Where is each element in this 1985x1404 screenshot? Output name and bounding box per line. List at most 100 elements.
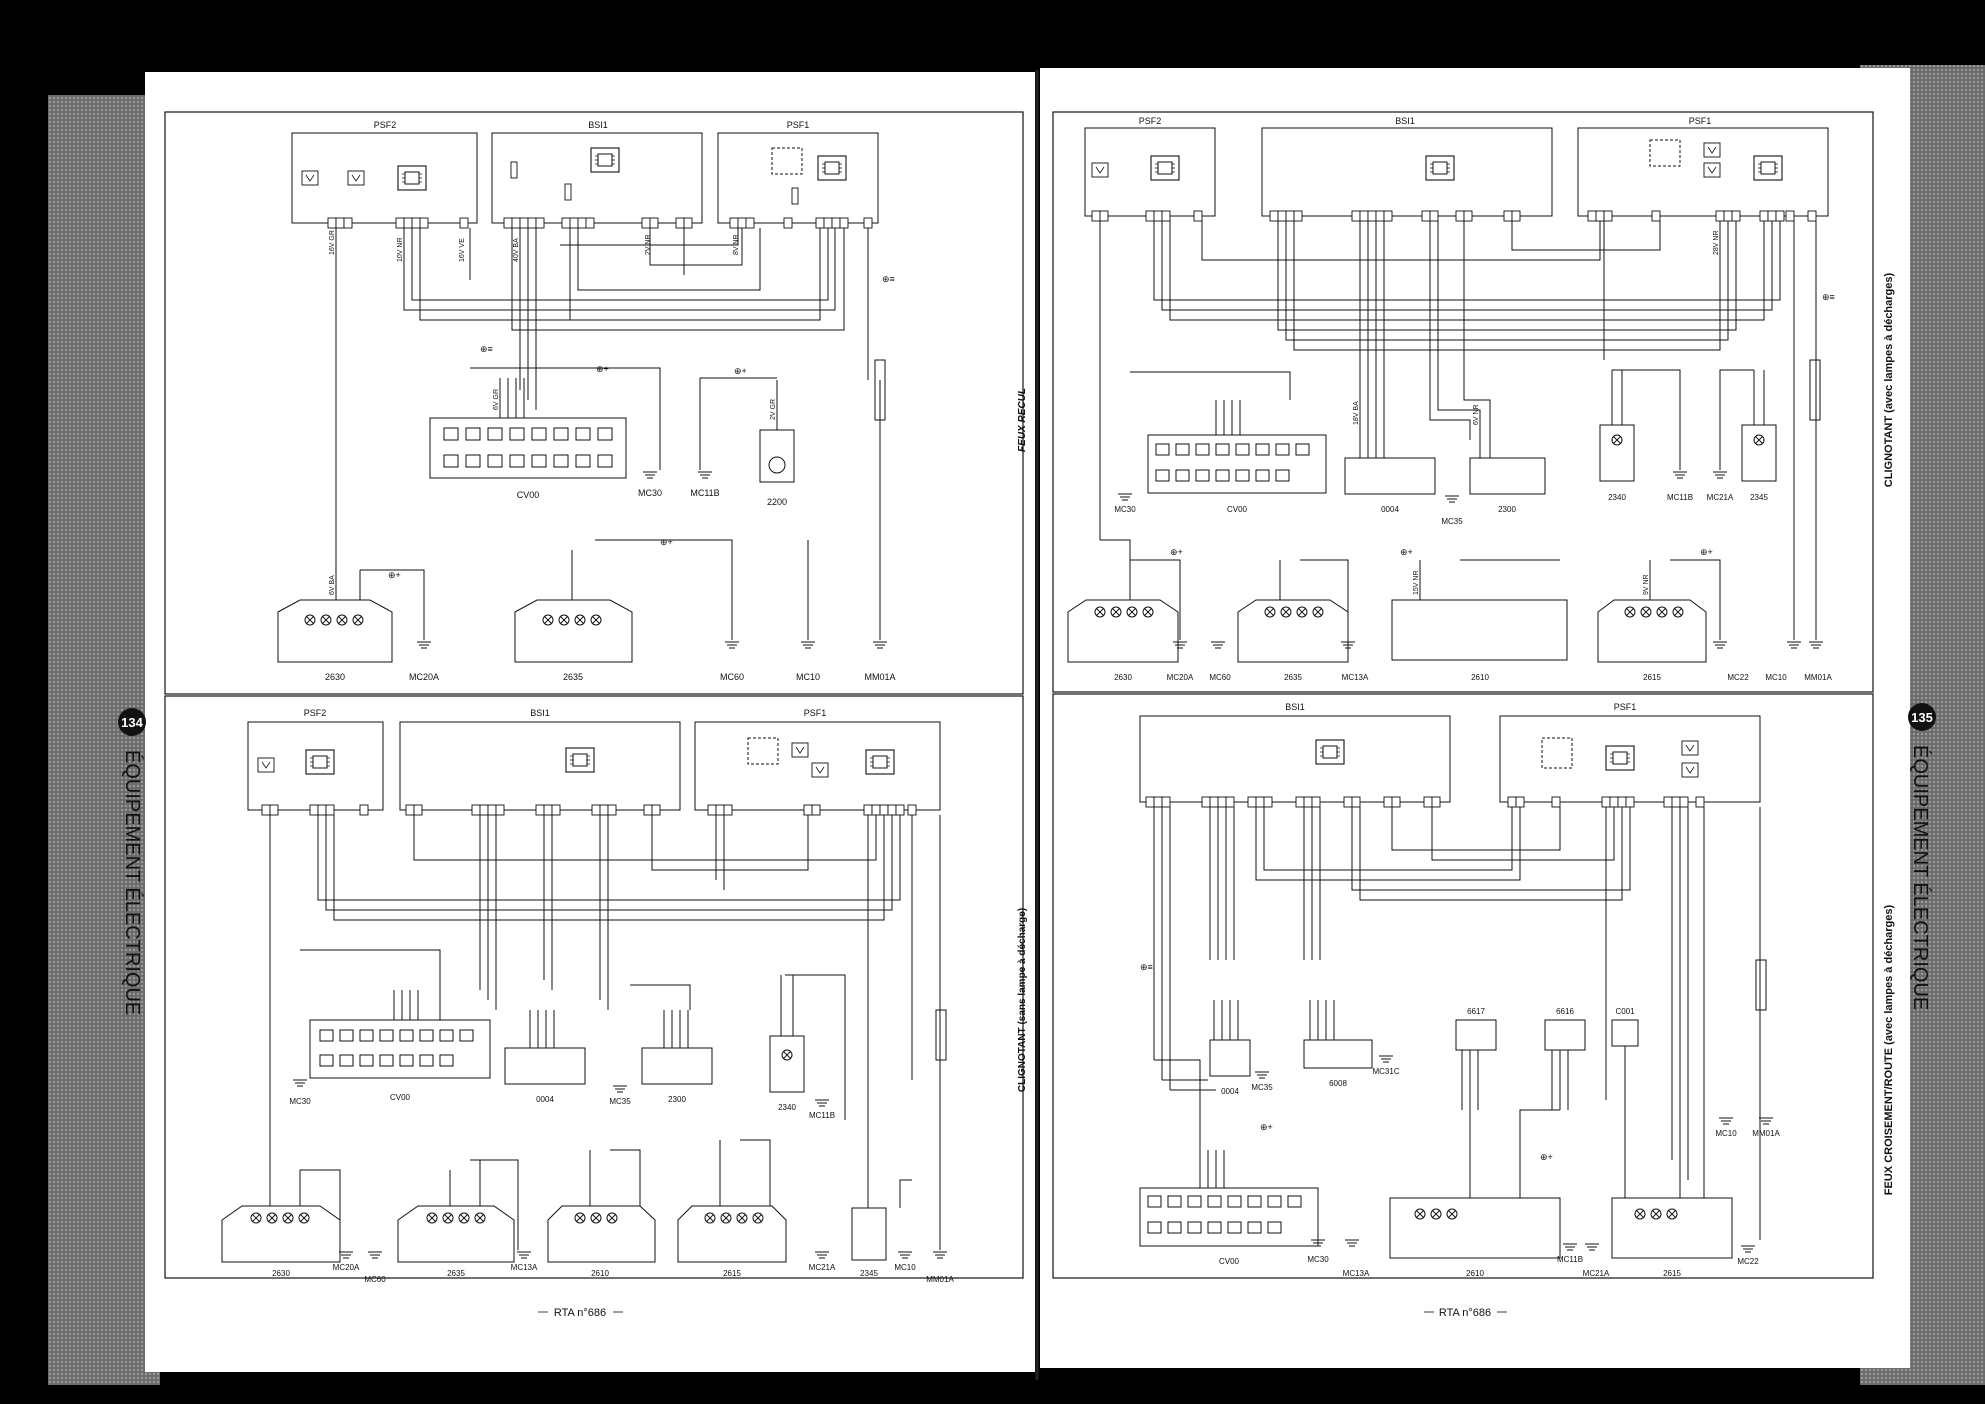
tl-mc10: MC10 <box>796 672 820 682</box>
component-2615-box-br <box>1611 1197 1733 1259</box>
br-mm01a: MM01A <box>1752 1129 1780 1138</box>
br-mc13a: MC13A <box>1343 1269 1370 1278</box>
wire-label-6v-gr: 6V GR <box>493 389 500 410</box>
component-2300-box-tr <box>1469 457 1546 495</box>
module-bsi1-frame-br <box>1139 715 1451 803</box>
left-section-title: ÉQUIPEMENT ÉLECTRIQUE <box>121 750 144 1015</box>
bl-mc11b: MC11B <box>809 1111 835 1120</box>
left-page-binding-shade <box>48 95 160 1385</box>
tr-mc35: MC35 <box>1441 517 1463 526</box>
symbol-earth-1: ⊕≡ <box>480 344 493 354</box>
connector-pins-bottom-right <box>1145 796 1705 808</box>
right-page-number-badge <box>1908 703 1936 731</box>
br-mc10: MC10 <box>1715 1129 1737 1138</box>
tr-mc10: MC10 <box>1765 673 1787 682</box>
component-2635-box <box>514 599 633 663</box>
symbol-positive-6: ⊕+ <box>1400 547 1413 557</box>
br-2615: 2615 <box>1663 1269 1681 1278</box>
symbol-positive-1: ⊕+ <box>388 570 401 580</box>
symbol-positive-2: ⊕+ <box>660 537 673 547</box>
diagram-bottom-right-labels: BSI1 PSF1 0004 6008 6617 6616 C001 CV00 … <box>1219 702 1780 1278</box>
panel-frames <box>164 111 1874 1279</box>
panel-top-right <box>1052 111 1874 693</box>
bottom-right-diagram-title: FEUX CROISEMENT/ROUTE (avec lampes à déc… <box>1883 904 1895 1195</box>
symbol-positive-7: ⊕+ <box>1700 547 1713 557</box>
tr-mc21a: MC21A <box>1707 493 1734 502</box>
br-c001: C001 <box>1615 1007 1635 1016</box>
symbol-earth-3: ⊕≡ <box>1822 292 1835 302</box>
wire-label-15v-nr: 15V NR <box>1413 570 1420 595</box>
component-2610-box-tr <box>1391 599 1568 661</box>
tr-2635: 2635 <box>1284 673 1302 682</box>
wire-label-6v-nr: 6V NR <box>1473 404 1480 425</box>
diagram-bottom-left-labels: PSF2 BSI1 PSF1 CV00 0004 2300 2340 2630 … <box>272 708 954 1284</box>
tr-cv00: CV00 <box>1227 505 1248 514</box>
left-page-number: 134 <box>121 715 143 730</box>
tl-2630: 2630 <box>325 672 345 682</box>
cv00-icons <box>443 427 613 468</box>
br-mc11b: MC11B <box>1557 1255 1583 1264</box>
bl-2610: 2610 <box>591 1269 609 1278</box>
tr-mc60: MC60 <box>1209 673 1231 682</box>
left-footer: RTA n°686 <box>554 1307 606 1319</box>
br-psf1: PSF1 <box>1614 702 1637 712</box>
bl-2615: 2615 <box>723 1269 741 1278</box>
component-2630-box-tr <box>1067 599 1179 663</box>
wire-label-40v-ba: 40V BA <box>513 238 520 262</box>
tl-mc30: MC30 <box>638 488 662 498</box>
panel-bottom-right <box>1052 693 1874 1279</box>
bl-mc35: MC35 <box>609 1097 631 1106</box>
component-2345-box-bl <box>851 1207 887 1261</box>
tr-2340: 2340 <box>1608 493 1626 502</box>
component-2630-box <box>277 599 393 663</box>
component-2610-box-bl <box>547 1205 656 1263</box>
tl-mc60: MC60 <box>720 672 744 682</box>
tl-mc20a: MC20A <box>409 672 439 682</box>
component-cv00-box <box>429 417 627 479</box>
bl-psf2: PSF2 <box>304 708 327 718</box>
component-cv00-box-tr <box>1147 434 1327 494</box>
module-bsi1-frame-tr <box>1261 127 1553 217</box>
symbol-positive-8: ⊕+ <box>1260 1122 1273 1132</box>
top-right-diagram-title: CLIGNOTANT (avec lampes à décharges) <box>1883 272 1895 487</box>
bl-cv00: CV00 <box>390 1093 411 1102</box>
bl-2635: 2635 <box>447 1269 465 1278</box>
component-2345-box-tr <box>1741 424 1777 482</box>
tr-mc30: MC30 <box>1114 505 1136 514</box>
diagram-top-left-labels: PSF2 BSI1 PSF1 CV00 2200 2630 2635 MC30 … <box>325 120 896 682</box>
tl-cv00: CV00 <box>517 490 540 500</box>
tl-mc11b: MC11B <box>690 488 719 498</box>
tl-2200: 2200 <box>767 497 787 507</box>
bl-2345: 2345 <box>860 1269 878 1278</box>
br-2610: 2610 <box>1466 1269 1484 1278</box>
diagram-top-right <box>1067 127 1829 663</box>
component-2615-box-tr <box>1597 599 1707 663</box>
bl-0004: 0004 <box>536 1095 554 1104</box>
tl-psf1: PSF1 <box>787 120 810 130</box>
component-2340-box-bl <box>769 1035 805 1093</box>
wire-label-2v-gr: 2V GR <box>770 399 777 420</box>
bl-mc21a: MC21A <box>809 1263 836 1272</box>
bl-2340: 2340 <box>778 1103 796 1112</box>
bl-mc60: MC60 <box>364 1275 386 1284</box>
left-page-side-strip: 134 ÉQUIPEMENT ÉLECTRIQUE <box>118 708 146 1015</box>
br-6616: 6616 <box>1556 1007 1574 1016</box>
wire-label-18v-ba: 18V BA <box>1353 401 1360 425</box>
panel-top-left <box>164 111 1024 695</box>
br-6617: 6617 <box>1467 1007 1485 1016</box>
bl-mc20a: MC20A <box>333 1263 360 1272</box>
component-2300-box-bl <box>641 1047 713 1085</box>
symbol-positive-3: ⊕+ <box>596 364 609 374</box>
component-2635-box-bl <box>397 1205 515 1263</box>
component-6617-box-br <box>1455 1019 1497 1051</box>
bl-mc13a: MC13A <box>511 1263 538 1272</box>
right-page-number: 135 <box>1911 710 1933 725</box>
tr-2345: 2345 <box>1750 493 1768 502</box>
right-footer: RTA n°686 <box>1439 1307 1491 1319</box>
tl-2635: 2635 <box>563 672 583 682</box>
tr-bsi1: BSI1 <box>1395 116 1415 126</box>
wire-labels: 16V GR 10V NR 40V BA 2V NR 8V NR 2V GR 6… <box>329 230 1720 595</box>
wire-label-9v-nr: 9V NR <box>1643 574 1650 595</box>
component-2615-box-bl <box>677 1205 787 1263</box>
